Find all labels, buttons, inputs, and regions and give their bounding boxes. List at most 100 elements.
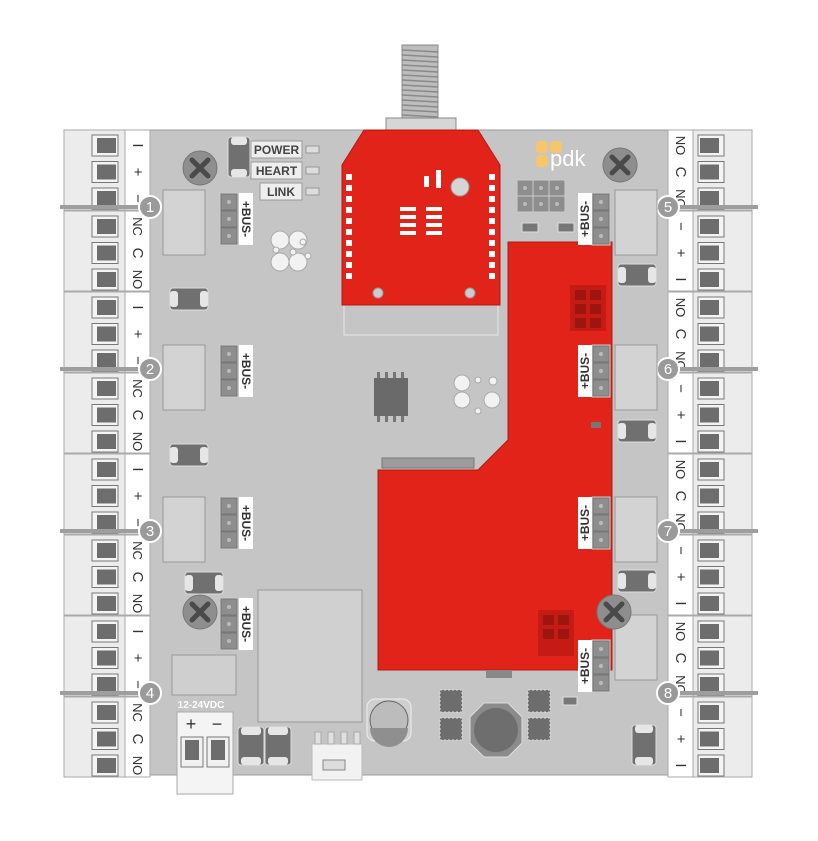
terminal-label: C bbox=[672, 653, 689, 664]
terminal-screw bbox=[700, 515, 719, 530]
terminal-label: + bbox=[129, 168, 146, 177]
badge-number: 7 bbox=[664, 523, 672, 540]
terminal-screw bbox=[97, 219, 116, 234]
terminal-label: − bbox=[129, 680, 146, 689]
led-link: LINK bbox=[259, 182, 320, 201]
connector-pin bbox=[340, 731, 348, 745]
pin-dot bbox=[599, 217, 603, 221]
smd-pad bbox=[618, 423, 626, 439]
led-heart: HEART bbox=[250, 161, 320, 180]
smd-component bbox=[264, 726, 292, 766]
terminal-label-strip bbox=[667, 453, 694, 535]
channel-badge-8: 8 bbox=[656, 681, 758, 705]
badge-line bbox=[60, 367, 138, 371]
badge-circle bbox=[138, 519, 162, 543]
led-label: HEART bbox=[256, 164, 298, 178]
terminal-screw bbox=[97, 543, 116, 558]
logo-square bbox=[536, 155, 548, 167]
led-label-bg bbox=[250, 140, 303, 159]
fuse-holder bbox=[171, 654, 237, 696]
pin-dot bbox=[227, 538, 231, 542]
xbee-pin bbox=[489, 251, 495, 257]
smd-component bbox=[617, 419, 657, 443]
antenna-thread-line bbox=[401, 94, 439, 98]
terminal-label: − bbox=[672, 384, 689, 393]
pin-dot bbox=[227, 622, 231, 626]
terminal-label: C bbox=[672, 329, 689, 340]
ic-pin bbox=[385, 416, 388, 422]
ic-chip bbox=[374, 372, 408, 422]
xbee-trace bbox=[426, 231, 442, 235]
pin-dot bbox=[599, 521, 603, 525]
smd-pad bbox=[185, 575, 193, 591]
xbee-pin bbox=[489, 240, 495, 246]
xbee-pin bbox=[346, 207, 352, 213]
terminal-screw bbox=[97, 407, 116, 423]
pin-dot bbox=[599, 352, 603, 356]
terminal-label: NC bbox=[130, 217, 145, 236]
terminal-label-strip bbox=[667, 696, 694, 778]
terminal-screw bbox=[700, 624, 719, 639]
bus-label-bg bbox=[578, 345, 592, 397]
pin-dot bbox=[227, 504, 231, 508]
bus-header: +BUS- bbox=[578, 192, 611, 246]
pin-dot bbox=[555, 202, 559, 206]
ribbon-connector bbox=[381, 457, 475, 469]
terminal-screw bbox=[97, 488, 116, 504]
pin-dot bbox=[227, 521, 231, 525]
xbee-trace bbox=[426, 215, 442, 219]
bus-label-bg bbox=[239, 598, 253, 650]
bus-header: +BUS- bbox=[578, 496, 611, 550]
pin-dot bbox=[227, 369, 231, 373]
terminal-screw bbox=[97, 569, 116, 585]
terminal-label: NO bbox=[130, 270, 145, 290]
terminal-screw bbox=[700, 219, 719, 234]
badge-line bbox=[60, 205, 138, 209]
xbee-crystal bbox=[450, 177, 470, 197]
bus-label-bg bbox=[239, 345, 253, 397]
badge-line bbox=[680, 529, 758, 533]
relay bbox=[162, 496, 206, 563]
terminal-label: NC bbox=[130, 379, 145, 398]
ic-pin bbox=[377, 372, 380, 378]
ic-pin bbox=[385, 372, 388, 378]
terminal-label: + bbox=[129, 492, 146, 501]
antenna-thread-line bbox=[401, 114, 439, 118]
header-pin bbox=[558, 629, 569, 639]
led-label-bg bbox=[250, 161, 303, 180]
pin-dot bbox=[599, 664, 603, 668]
smd-pad bbox=[170, 291, 178, 307]
bus-header: +BUS- bbox=[578, 639, 611, 693]
xbee-trace bbox=[400, 215, 416, 219]
terminal-label: − bbox=[129, 356, 146, 365]
antenna-thread-line bbox=[401, 89, 439, 93]
smd-pad bbox=[170, 447, 178, 463]
test-pad bbox=[288, 252, 308, 272]
badge-circle bbox=[656, 681, 680, 705]
screw-x-icon bbox=[189, 601, 211, 623]
pin-dot bbox=[227, 605, 231, 609]
terminal-label: NO bbox=[130, 594, 145, 614]
terminal-screw bbox=[700, 138, 719, 153]
xbee-module bbox=[341, 129, 501, 306]
mount-hole bbox=[372, 287, 384, 299]
power-ic bbox=[439, 689, 463, 713]
screw-x-icon bbox=[603, 601, 625, 623]
terminal-block: −+I bbox=[667, 210, 753, 292]
terminal-label: − bbox=[672, 708, 689, 717]
terminal-label: NO bbox=[130, 756, 145, 776]
xbee-pin bbox=[346, 273, 352, 279]
header-pin bbox=[543, 615, 554, 625]
xbee-trace bbox=[426, 207, 442, 211]
small-resistor bbox=[562, 696, 578, 706]
bus-label: +BUS- bbox=[239, 201, 253, 237]
terminal-screw bbox=[97, 731, 116, 747]
ic-pin bbox=[393, 416, 396, 422]
test-pad bbox=[474, 407, 482, 415]
pin-dot bbox=[599, 647, 603, 651]
connector-pin bbox=[353, 731, 361, 745]
terminal-label: + bbox=[672, 411, 689, 420]
small-resistor bbox=[591, 422, 601, 428]
